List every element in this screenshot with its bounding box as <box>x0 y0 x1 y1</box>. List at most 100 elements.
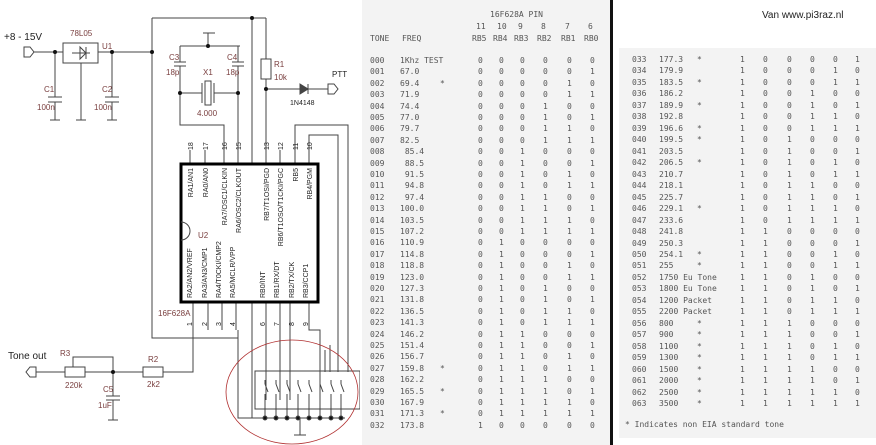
pin-bit: 1 <box>543 375 548 385</box>
pin-bit: 1 <box>567 181 572 191</box>
pin-bit: 0 <box>787 55 792 64</box>
pin-bit: 1 <box>740 192 745 202</box>
pin-bit: 1 <box>499 238 504 248</box>
tone-code: 052 <box>632 272 647 282</box>
non-eia-marker: * <box>697 399 702 409</box>
pin-bit: 1 <box>787 318 792 328</box>
pin-bit: 0 <box>543 341 548 350</box>
pin-bit: 1 <box>543 113 548 122</box>
pin-bit: 1 <box>567 215 572 225</box>
pin-bit: 0 <box>810 318 815 328</box>
label-78l05: 78L05 <box>70 29 93 38</box>
pin-bit: 1 <box>810 399 815 409</box>
pin-name-header: RB3 <box>514 34 529 43</box>
frequency: 210.7 <box>659 169 684 179</box>
non-eia-marker: * <box>440 363 445 373</box>
frequency: 107.2 <box>400 227 425 236</box>
frequency: 79.7 <box>400 124 420 134</box>
pin-bit: 1 <box>520 181 525 191</box>
pin-bit: 1 <box>567 318 572 328</box>
tone-code: 049 <box>632 238 647 248</box>
frequency: 131.8 <box>400 295 425 305</box>
pin-bit: 1 <box>740 261 745 271</box>
pin-bit: 1 <box>740 387 745 397</box>
non-eia-marker: * <box>697 55 702 64</box>
frequency: 100.0 <box>400 204 425 214</box>
non-eia-marker: * <box>697 123 702 133</box>
tone-code: 025 <box>370 341 385 350</box>
pin-bit: 0 <box>478 363 483 373</box>
label-x1: X1 <box>203 68 213 77</box>
pin-bit: 0 <box>833 318 838 328</box>
pin-bit: 1 <box>833 295 838 305</box>
frequency: 165.5 <box>400 386 425 396</box>
pin-number: 17 <box>203 142 210 150</box>
pin-bit: 1 <box>740 215 745 225</box>
pin-bit: 1 <box>855 169 860 179</box>
pin-bit: 1 <box>787 353 792 363</box>
non-eia-marker: * <box>697 204 702 214</box>
pin-number: 12 <box>278 142 285 150</box>
pin-bit: 0 <box>855 387 860 397</box>
pin-bit: 0 <box>810 238 815 248</box>
pin-number-header: 8 <box>541 22 546 31</box>
pin-bit: 0 <box>520 124 525 134</box>
pin-bit: 1 <box>740 353 745 363</box>
tone-code: 009 <box>370 158 385 168</box>
pin-bit: 1 <box>833 77 838 87</box>
pin-bit: 1 <box>833 158 838 168</box>
junction-node <box>306 415 312 421</box>
pin-bit: 1 <box>567 306 572 316</box>
pin-bit: 0 <box>520 272 525 282</box>
tone-code: 048 <box>632 227 647 237</box>
tone-code: 017 <box>370 249 385 259</box>
pin-bit: 0 <box>763 77 768 87</box>
non-eia-marker: * <box>697 353 702 363</box>
pin-bit: 1 <box>740 364 745 374</box>
pin-name: RA0/AN0 <box>203 168 210 197</box>
junction-node <box>338 415 344 421</box>
pin-number: 11 <box>293 143 300 150</box>
pin-bit: 1 <box>810 272 815 282</box>
pin-bit: 0 <box>833 89 838 99</box>
pin-bit: 0 <box>787 307 792 317</box>
pin-number: 8 <box>289 322 296 326</box>
tone-code: 042 <box>632 158 647 168</box>
tone-code: 000 <box>370 56 385 65</box>
pin-bit: 0 <box>590 261 595 271</box>
frequency: 114.8 <box>400 249 425 259</box>
pin-bit: 0 <box>855 364 860 374</box>
pin-bit: 1 <box>833 341 838 351</box>
pin-bit: 0 <box>520 249 525 259</box>
pin-bit: 0 <box>543 272 548 282</box>
pin-bit: 1 <box>520 227 525 236</box>
pin-bit: 0 <box>567 386 572 396</box>
pin-bit: 1 <box>855 261 860 271</box>
pin-bit: 1 <box>520 170 525 179</box>
pin-bit: 0 <box>567 147 572 157</box>
pin-bit: 0 <box>855 227 860 237</box>
pin-bit: 1 <box>810 284 815 294</box>
pin-bit: 1 <box>590 90 595 100</box>
pin-bit: 0 <box>567 204 572 214</box>
frequency: 179.9 <box>659 66 684 76</box>
divider <box>610 0 613 445</box>
dip-switch-toggle <box>330 380 335 418</box>
pin-bit: 1 <box>520 352 525 362</box>
pin-bit: 1 <box>855 238 860 248</box>
pin-bit: 1 <box>855 215 860 225</box>
label-ptt: PTT <box>332 70 347 79</box>
tone-code: 038 <box>632 112 647 122</box>
crystal-x1 <box>204 80 212 106</box>
frequency: 94.8 <box>400 181 425 191</box>
pin-bit: 1 <box>855 307 860 317</box>
pin-bit: 0 <box>763 55 768 64</box>
